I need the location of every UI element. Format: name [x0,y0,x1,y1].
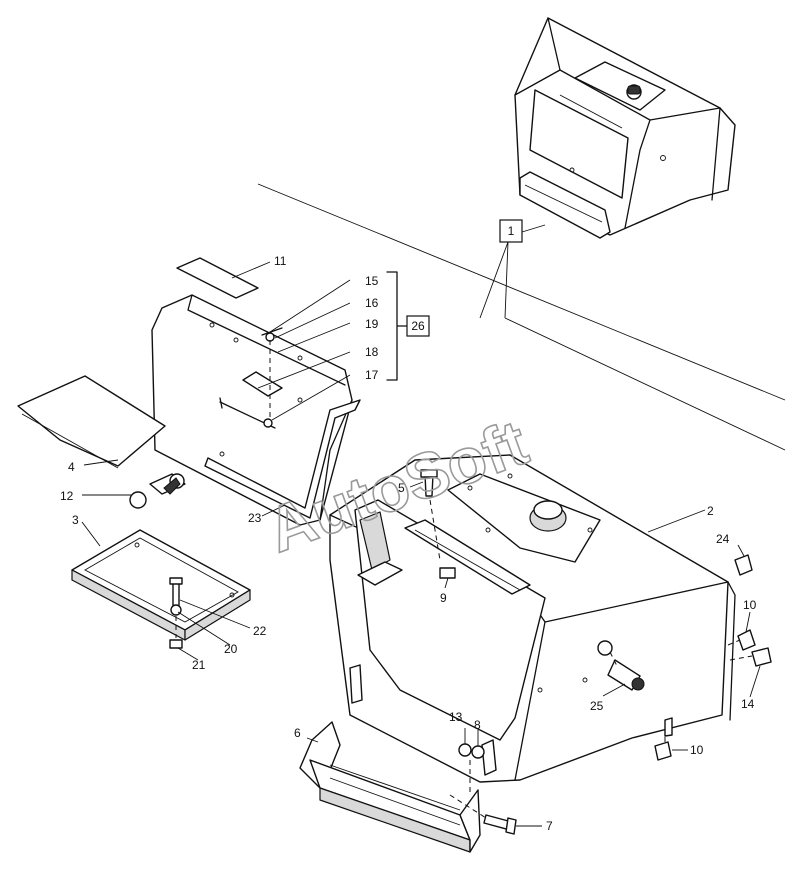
assembled-tank-inset [514,17,736,239]
construction-line-top [257,183,786,401]
main-tank [329,454,736,783]
tank-cover [151,294,361,526]
callout-24: 24 [716,532,730,546]
callout-11: 11 [274,254,287,268]
callout-22: 22 [253,624,267,638]
leader-1 [479,224,546,319]
callout-7: 7 [546,819,553,833]
svg-text:26: 26 [411,319,425,333]
callout-10a: 10 [743,598,757,612]
callout-4: 4 [68,460,75,474]
callout-1: 1 [499,219,523,243]
callout-6: 6 [294,726,301,740]
callout-19: 19 [365,317,379,331]
callout-15: 15 [365,274,379,288]
callout-3: 3 [72,513,79,527]
callout-20: 20 [224,642,238,656]
callout-2: 2 [707,504,714,518]
latch-12 [129,473,186,509]
construction-line-bottom [504,317,786,451]
right-fittings [727,554,772,667]
callout-12: 12 [60,489,74,503]
step-6 [299,721,481,853]
callout-5: 5 [398,481,405,495]
hinge-hardware [242,327,283,428]
callout-9: 9 [440,591,447,605]
callout-26: 26 [406,315,430,337]
valve-25 [607,651,645,691]
pad-11 [176,257,259,299]
callout-18: 18 [365,345,379,359]
leader-lines [81,261,761,827]
seat-pad-4 [17,375,166,467]
callout-13: 13 [449,710,463,724]
callout-25: 25 [590,699,604,713]
fasteners-20-21-22 [169,577,183,649]
bolt-7 [449,794,517,835]
callout-14: 14 [741,697,755,711]
callout-16: 16 [365,296,379,310]
callout-21: 21 [192,658,206,672]
group-bracket-26 [386,271,408,381]
nut-10-lower [654,741,672,761]
callout-8: 8 [474,718,481,732]
tray-3 [71,529,251,641]
callout-10b: 10 [690,743,704,757]
callout-23: 23 [248,511,262,525]
svg-text:1: 1 [508,224,515,238]
callout-17: 17 [365,368,379,382]
bolt-5-nut-9 [420,469,456,579]
